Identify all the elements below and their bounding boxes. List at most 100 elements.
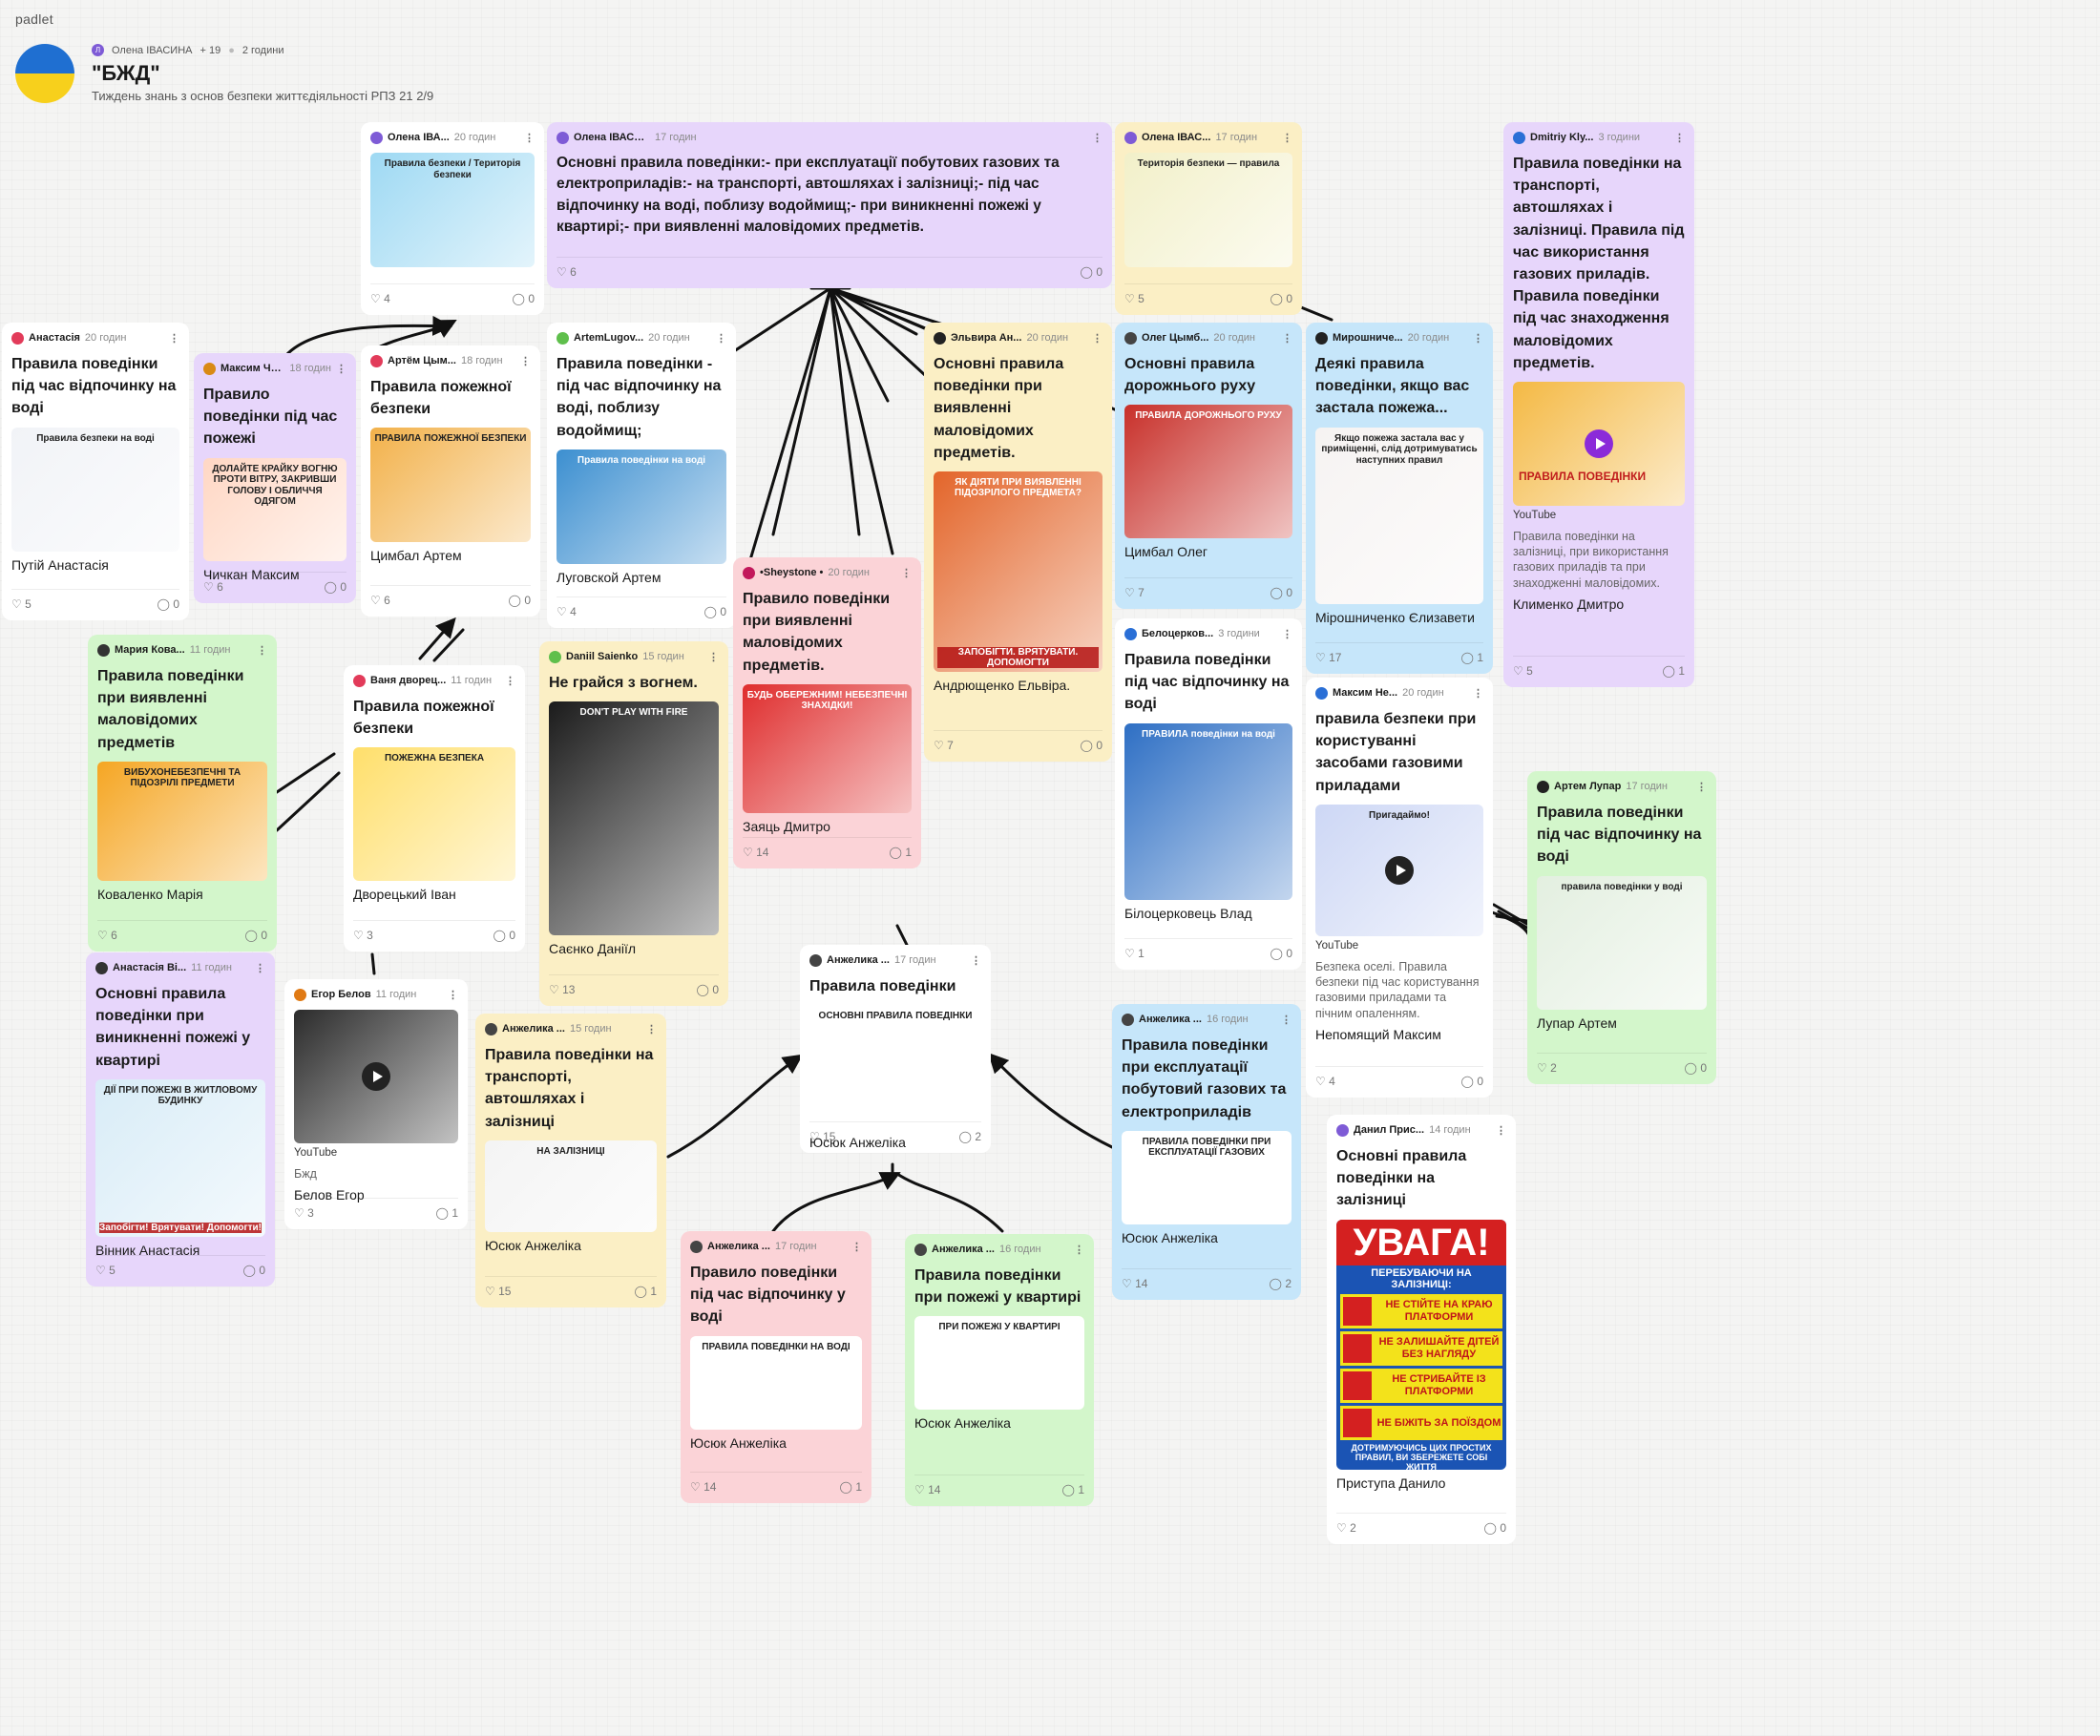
more-vertical-icon[interactable]: ⋮ — [1674, 132, 1685, 144]
post-author[interactable]: Dmitriy Kly... — [1530, 132, 1594, 143]
post-author[interactable]: Максим Чич... — [220, 363, 285, 374]
comment-button[interactable]: ◯ 1 — [1663, 664, 1685, 678]
author-avatar[interactable] — [1124, 131, 1137, 144]
author-avatar[interactable] — [914, 1243, 927, 1256]
like-button[interactable]: ♡ 2 — [1336, 1521, 1356, 1535]
post-author[interactable]: Анжелика ... — [707, 1241, 770, 1252]
post-card[interactable]: Максим Не...20 годин⋮правила безпеки при… — [1306, 678, 1493, 1098]
more-vertical-icon[interactable]: ⋮ — [1092, 332, 1102, 345]
attachment-image[interactable]: ПРАВИЛА ДОРОЖНЬОГО РУХУ — [1124, 405, 1292, 539]
like-button[interactable]: ♡ 4 — [1315, 1075, 1335, 1088]
post-card[interactable]: Анастасія Ві...11 годин⋮Основні правила … — [86, 952, 275, 1286]
comment-button[interactable]: ◯ 1 — [1461, 651, 1483, 664]
like-button[interactable]: ♡ 14 — [914, 1483, 940, 1496]
comment-button[interactable]: ◯ 0 — [325, 580, 346, 594]
post-author[interactable]: Данил Прис... — [1354, 1124, 1425, 1136]
post-author[interactable]: Daniil Saienko — [566, 651, 639, 662]
like-button[interactable]: ♡ 6 — [203, 580, 223, 594]
post-author[interactable]: Олена ІВАСИНА — [574, 132, 650, 143]
author-avatar[interactable] — [809, 953, 822, 967]
post-card[interactable]: Ваня дворец...11 годин⋮Правила пожежної … — [344, 665, 525, 952]
author-avatar[interactable] — [353, 674, 366, 687]
comment-button[interactable]: ◯ 0 — [513, 292, 535, 305]
comment-button[interactable]: ◯ 1 — [1062, 1483, 1084, 1496]
attachment-image[interactable]: Правила безпеки на воді — [11, 427, 179, 552]
like-button[interactable]: ♡ 14 — [743, 846, 768, 859]
post-author[interactable]: Олег Цымб... — [1142, 332, 1209, 344]
author-avatar[interactable] — [743, 566, 755, 579]
post-card[interactable]: Олена ІВАС...17 годин⋮Територія безпеки … — [1115, 122, 1302, 315]
post-card[interactable]: Анжелика ...16 годин⋮Правила поведінки п… — [1112, 1004, 1301, 1300]
post-card[interactable]: Олег Цымб...20 годин⋮Основні правила дор… — [1115, 323, 1302, 609]
comment-button[interactable]: ◯ 0 — [158, 597, 179, 611]
post-author[interactable]: Ваня дворец... — [370, 675, 447, 686]
padlet-logo[interactable]: padlet — [15, 11, 53, 27]
comment-button[interactable]: ◯ 2 — [1270, 1277, 1292, 1290]
attachment-image[interactable]: ЯК ДІЯТИ ПРИ ВИЯВЛЕННІ ПІДОЗРІЛОГО ПРЕДМ… — [934, 471, 1102, 672]
more-vertical-icon[interactable]: ⋮ — [524, 132, 535, 144]
like-button[interactable]: ♡ 15 — [809, 1130, 835, 1143]
post-author[interactable]: Эльвира Ан... — [951, 332, 1022, 344]
comment-button[interactable]: ◯ 0 — [243, 1264, 265, 1277]
more-vertical-icon[interactable]: ⋮ — [1496, 1124, 1506, 1137]
like-button[interactable]: ♡ 15 — [485, 1285, 511, 1298]
attachment-image[interactable]: правила поведінки у воді — [1537, 875, 1707, 1010]
post-author[interactable]: Анжелика ... — [502, 1023, 565, 1035]
author-avatar[interactable] — [1315, 331, 1328, 345]
play-icon[interactable] — [1585, 429, 1613, 458]
more-vertical-icon[interactable]: ⋮ — [971, 954, 981, 967]
post-author[interactable]: Анжелика ... — [932, 1244, 995, 1255]
post-author[interactable]: Артем Лупар — [1554, 781, 1622, 792]
contributors-count[interactable]: + 19 — [200, 44, 221, 56]
like-button[interactable]: ♡ 5 — [1513, 664, 1533, 678]
post-card[interactable]: Белоцерков...3 години⋮Правила поведінки … — [1115, 618, 1302, 970]
railway-warning-image[interactable]: УВАГА!ПЕРЕБУВАЮЧИ НА ЗАЛІЗНИЦІ:НЕ СТІЙТЕ… — [1336, 1219, 1506, 1470]
post-author[interactable]: Белоцерков... — [1142, 628, 1214, 639]
attachment-image[interactable]: Територія безпеки — правила — [1124, 153, 1292, 267]
post-author[interactable]: •Sheystone • — [760, 567, 824, 578]
video-thumbnail[interactable]: ПРАВИЛА ПОВЕДІНКИ — [1513, 381, 1685, 506]
author-avatar[interactable] — [203, 362, 216, 375]
like-button[interactable]: ♡ 5 — [11, 597, 32, 611]
post-card[interactable]: •Sheystone •20 годин⋮Правило поведінки п… — [733, 557, 921, 868]
like-button[interactable]: ♡ 3 — [353, 929, 373, 942]
owner-name[interactable]: Олена ІВАСИНА — [112, 44, 193, 56]
attachment-image[interactable]: ВИБУХОНЕБЕЗПЕЧНІ ТА ПІДОЗРІЛІ ПРЕДМЕТИ — [97, 761, 267, 881]
more-vertical-icon[interactable]: ⋮ — [336, 363, 346, 375]
comment-button[interactable]: ◯ 0 — [1270, 292, 1292, 305]
author-avatar[interactable] — [370, 131, 383, 144]
author-avatar[interactable] — [1513, 131, 1525, 144]
post-card[interactable]: Олена ІВА...20 годин⋮Правила безпеки / Т… — [361, 122, 544, 315]
post-author[interactable]: Максим Не... — [1333, 687, 1398, 699]
more-vertical-icon[interactable]: ⋮ — [257, 644, 267, 657]
comment-button[interactable]: ◯ 2 — [959, 1130, 981, 1143]
post-card[interactable]: Dmitriy Kly...3 години⋮Правила поведінки… — [1503, 122, 1694, 687]
more-vertical-icon[interactable]: ⋮ — [1281, 1014, 1292, 1026]
play-icon[interactable] — [1385, 855, 1414, 885]
like-button[interactable]: ♡ 1 — [1124, 947, 1144, 960]
comment-button[interactable]: ◯ 0 — [697, 983, 719, 996]
more-vertical-icon[interactable]: ⋮ — [1282, 132, 1292, 144]
author-avatar[interactable] — [1537, 780, 1549, 793]
attachment-image[interactable]: БУДЬ ОБЕРЕЖНИМ! НЕБЕЗПЕЧНІ ЗНАХІДКИ! — [743, 683, 912, 813]
more-vertical-icon[interactable]: ⋮ — [716, 332, 726, 345]
author-avatar[interactable] — [485, 1022, 497, 1035]
comment-button[interactable]: ◯ 1 — [890, 846, 912, 859]
comment-button[interactable]: ◯ 1 — [635, 1285, 657, 1298]
more-vertical-icon[interactable]: ⋮ — [708, 651, 719, 663]
post-card[interactable]: Анжелика ...15 годин⋮Правила поведінки н… — [475, 1014, 666, 1307]
like-button[interactable]: ♡ 7 — [934, 739, 954, 752]
attachment-image[interactable]: ПРАВИЛА ПОВЕДІНКИ НА ВОДІ — [690, 1335, 862, 1430]
attachment-image[interactable]: Правила безпеки / Територія безпеки — [370, 153, 535, 267]
like-button[interactable]: ♡ 17 — [1315, 651, 1341, 664]
more-vertical-icon[interactable]: ⋮ — [1282, 628, 1292, 640]
comment-button[interactable]: ◯ 1 — [436, 1206, 458, 1220]
comment-button[interactable]: ◯ 0 — [1484, 1521, 1506, 1535]
more-vertical-icon[interactable]: ⋮ — [1074, 1244, 1084, 1256]
author-avatar[interactable] — [370, 354, 383, 367]
comment-button[interactable]: ◯ 0 — [1081, 739, 1102, 752]
